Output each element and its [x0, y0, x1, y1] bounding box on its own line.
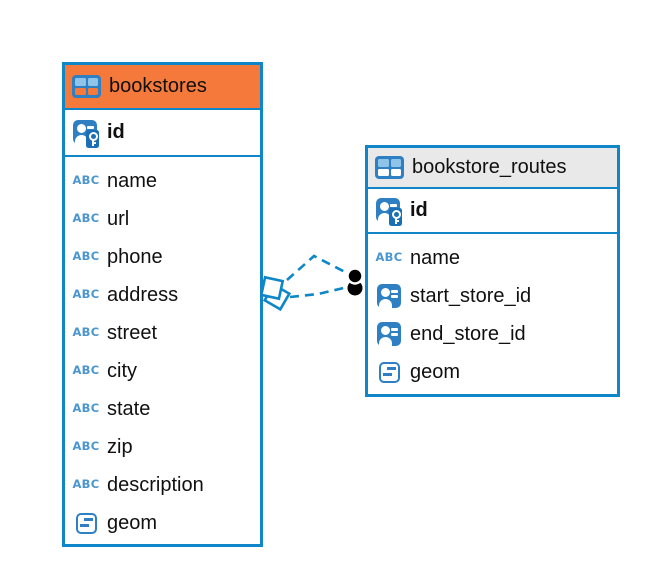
table-title: bookstores	[109, 75, 207, 97]
field-name: url	[107, 207, 130, 230]
field-name: end_store_id	[410, 322, 526, 345]
field-row[interactable]: ABC phone	[65, 238, 260, 276]
field-row[interactable]: geom	[368, 353, 617, 391]
field-name: street	[107, 321, 158, 344]
field-row[interactable]: ABC address	[65, 276, 260, 314]
field-name: geom	[410, 360, 461, 383]
table-icon	[72, 75, 101, 98]
field-row[interactable]: ABC url	[65, 200, 260, 238]
text-type-icon: ABC	[72, 211, 100, 226]
text-type-icon: ABC	[72, 249, 100, 264]
field-row[interactable]: ABC name	[368, 239, 617, 277]
table-header[interactable]: bookstores	[65, 65, 260, 110]
field-name: address	[107, 283, 179, 306]
field-name: id	[107, 121, 125, 143]
field-name: id	[410, 199, 428, 221]
field-name: phone	[107, 245, 163, 268]
text-type-icon: ABC	[72, 477, 100, 492]
text-type-icon: ABC	[72, 287, 100, 302]
table-header[interactable]: bookstore_routes	[368, 148, 617, 189]
field-row[interactable]: ABC name	[65, 162, 260, 200]
geometry-type-icon	[72, 512, 100, 534]
primary-key-row[interactable]: id	[65, 110, 260, 157]
table-icon	[375, 156, 404, 179]
text-type-icon: ABC	[72, 363, 100, 378]
field-row[interactable]: geom	[65, 504, 260, 542]
text-type-icon: ABC	[72, 173, 100, 188]
field-row[interactable]: ABC city	[65, 352, 260, 390]
field-name: name	[410, 246, 461, 269]
table-bookstore-routes[interactable]: bookstore_routes id ABC name start_store_i…	[365, 145, 620, 397]
reference-type-icon	[375, 284, 403, 308]
many-side-dot-marker[interactable]	[346, 267, 364, 296]
field-name: city	[107, 359, 137, 382]
field-row[interactable]: start_store_id	[368, 277, 617, 315]
field-row[interactable]: ABC street	[65, 314, 260, 352]
one-side-diamond-marker[interactable]	[259, 275, 292, 312]
field-row[interactable]: ABC state	[65, 390, 260, 428]
text-type-icon: ABC	[72, 325, 100, 340]
primary-key-icon	[375, 197, 403, 226]
text-type-icon: ABC	[375, 250, 403, 265]
field-name: geom	[107, 511, 158, 534]
field-name: start_store_id	[410, 284, 532, 307]
reference-type-icon	[375, 322, 403, 346]
text-type-icon: ABC	[72, 401, 100, 416]
text-type-icon: ABC	[72, 439, 100, 454]
table-title: bookstore_routes	[412, 156, 567, 178]
field-name: zip	[107, 435, 133, 458]
primary-key-row[interactable]: id	[368, 189, 617, 234]
field-row[interactable]: ABC description	[65, 466, 260, 504]
geometry-type-icon	[375, 361, 403, 383]
field-name: description	[107, 473, 204, 496]
field-row[interactable]: end_store_id	[368, 315, 617, 353]
field-name: state	[107, 397, 151, 420]
relationship-line[interactable]	[289, 285, 349, 299]
primary-key-icon	[72, 119, 100, 148]
field-name: name	[107, 169, 158, 192]
field-row[interactable]: ABC zip	[65, 428, 260, 466]
relationship-line[interactable]	[286, 254, 350, 281]
